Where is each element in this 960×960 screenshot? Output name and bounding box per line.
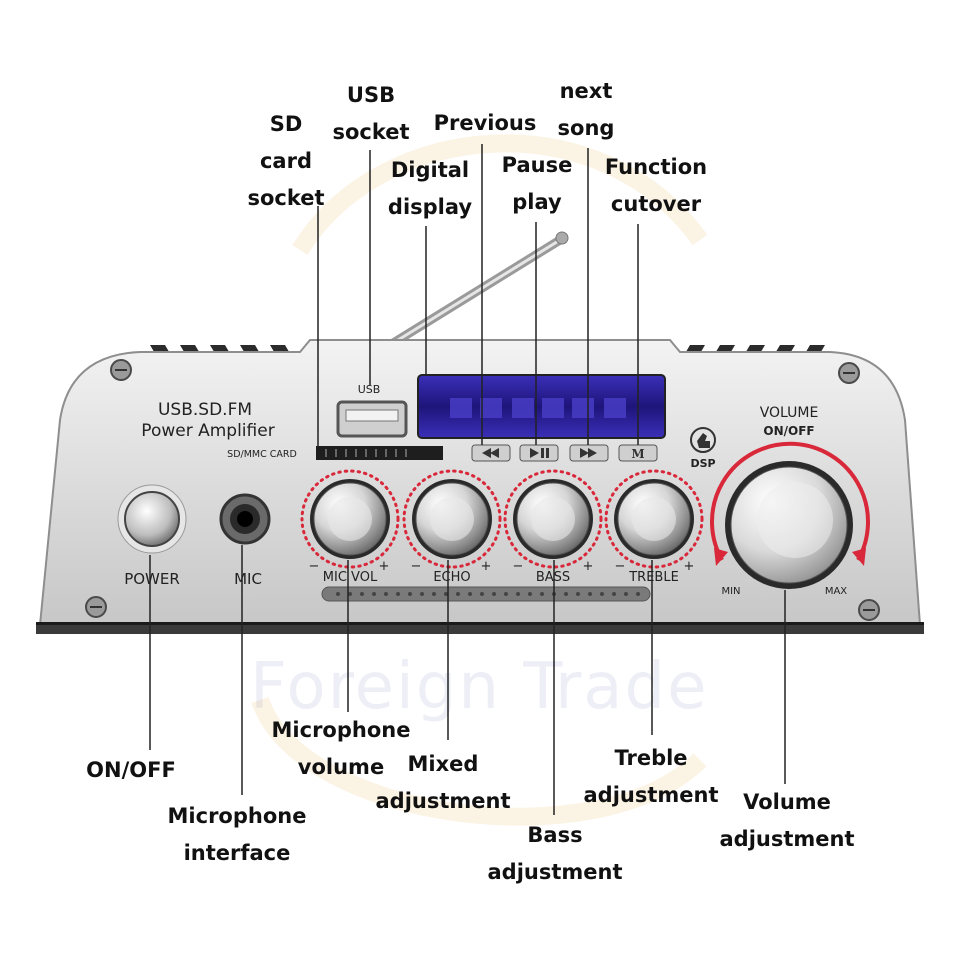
usb-socket-tongue [345,409,399,422]
treble-label: TREBLE [628,570,679,585]
watermark-swirl [251,134,708,826]
volume-label: VOLUME [760,405,819,421]
mic-jack[interactable] [219,493,271,545]
callout-line: cutover [610,192,702,216]
callout-line: song [557,116,615,140]
sd-card-label: SD/MMC CARD [227,449,297,460]
antenna [385,231,569,350]
sd-card-contacts [325,449,407,457]
callout-line: Microphone [271,718,411,742]
callout-line: next [559,79,613,103]
treble-minus: − [615,559,626,574]
callout-digital-display: Digital display [384,152,476,226]
dsp-label: DSP [690,457,715,470]
volume-onoff-label: ON/OFF [763,424,814,438]
dsp-hand-icon [690,427,716,453]
callout-line: play [512,190,562,214]
bass-label: BASS [536,570,570,585]
bass-plus: + [583,559,594,574]
callout-line: Volume [743,790,831,814]
treble-plus: + [684,559,695,574]
callout-previous: Previous [430,105,540,142]
mic-vol-label: MIC VOL [323,570,378,585]
previous-button[interactable] [471,444,511,462]
mic-vol-knob[interactable] [310,479,390,559]
callout-on-off: ON/OFF [76,752,186,789]
digital-display [417,374,666,439]
watermark-text: Foreign Trade [250,650,709,724]
mic-vol-minus: − [309,559,320,574]
pause-play-button[interactable] [519,444,559,462]
callout-line: ON/OFF [86,758,176,782]
volume-arc-arrow-max [852,548,866,566]
callout-line: Treble [614,746,688,770]
callout-treble-adjustment: Treble adjustment [580,740,722,814]
callout-usb-socket: USB socket [326,77,416,151]
callout-mixed-adjustment: Mixed adjustment [372,746,514,820]
callout-line: card [259,149,312,173]
callout-bass-adjustment: Bass adjustment [484,817,626,891]
callout-line: volume [297,755,385,779]
mic-vol-plus: + [379,559,390,574]
callout-leader-lines [149,144,786,815]
callout-sd-card-socket: SD card socket [240,106,332,217]
callout-line: SD [269,112,303,136]
volume-arc-arrow-min [714,548,728,566]
power-button[interactable] [117,484,187,554]
callout-line: socket [332,120,410,144]
callout-line: Previous [433,111,537,135]
callout-line: adjustment [487,860,623,884]
mic-label: MIC [234,570,262,588]
callout-volume-adjustment: Volume adjustment [716,784,858,858]
callout-line: Microphone [167,804,307,828]
callout-line: socket [247,186,325,210]
speaker-grille [321,586,651,602]
sd-card-slot[interactable] [316,446,443,460]
bass-knob[interactable] [513,479,593,559]
callout-line: display [387,195,473,219]
echo-minus: − [411,559,422,574]
volume-min-label: MIN [721,586,740,597]
callout-function-cutover: Function cutover [598,149,714,223]
echo-label: ECHO [433,570,470,585]
next-button[interactable] [569,444,609,462]
callout-line: Bass [527,823,583,847]
svg-text:M: M [631,447,644,461]
callout-next-song: next song [548,73,624,147]
volume-arc [710,441,870,561]
echo-plus: + [481,559,492,574]
callout-line: adjustment [375,789,511,813]
amplifier-body [38,339,922,626]
brand-line2: Power Amplifier [141,421,274,441]
callout-line: adjustment [583,783,719,807]
callout-microphone-interface: Microphone interface [164,798,310,872]
callout-line: adjustment [719,827,855,851]
brand-line1: USB.SD.FM [158,400,252,420]
usb-label: USB [358,383,381,396]
treble-knob[interactable] [614,479,694,559]
callout-line: Mixed [407,752,479,776]
base-plate-shadow [36,622,924,625]
function-button[interactable]: M [618,444,658,462]
volume-knob[interactable] [725,461,853,589]
callout-microphone-volume: Microphone volume [268,712,414,786]
callout-line: Digital [390,158,470,182]
callout-line: USB [346,83,396,107]
callout-line: Pause [501,153,573,177]
power-label: POWER [124,570,180,588]
callout-pause-play: Pause play [494,147,580,221]
bass-minus: − [513,559,524,574]
callout-line: interface [183,841,291,865]
knob-rings [300,469,704,569]
callout-line: Function [604,155,708,179]
echo-knob[interactable] [412,479,492,559]
screw-icons [85,359,880,621]
volume-max-label: MAX [825,586,847,597]
